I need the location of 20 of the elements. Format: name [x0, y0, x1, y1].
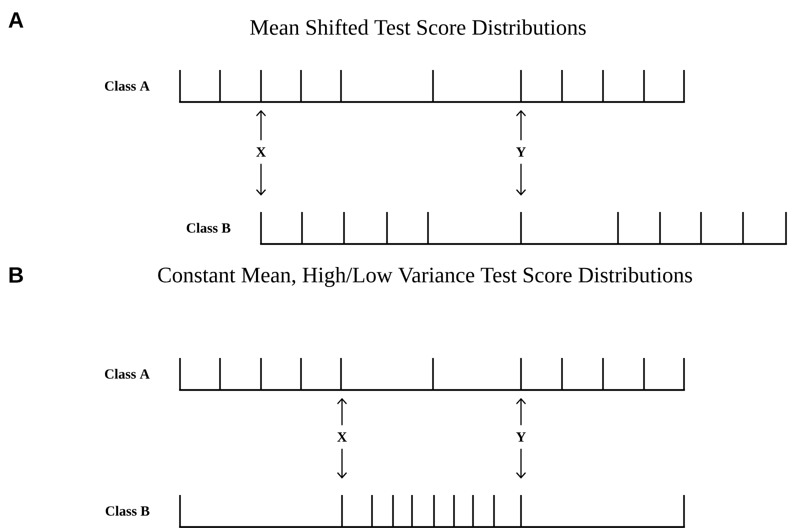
point-label: X [256, 147, 266, 157]
number-line: Class B [106, 495, 685, 528]
arrow [337, 398, 347, 426]
point-label: X [337, 432, 347, 442]
arrow [337, 448, 347, 479]
panel-title: Constant Mean, High/Low Variance Test Score Distributions [158, 267, 692, 287]
panel-letter: A [8, 12, 24, 28]
panel-title: Mean Shifted Test Score Distributions [250, 19, 586, 35]
number-line: Class B [186, 212, 787, 245]
arrow [516, 164, 526, 196]
point-label: Y [516, 432, 526, 442]
arrow [516, 448, 526, 479]
arrow [516, 110, 526, 140]
arrow [256, 110, 266, 140]
arrow [516, 398, 526, 426]
number-line: Class A [104, 358, 685, 391]
number-line: Class A [104, 70, 685, 103]
point-label: Y [516, 147, 526, 157]
panel-letter: B [10, 267, 23, 283]
arrow [256, 164, 266, 196]
